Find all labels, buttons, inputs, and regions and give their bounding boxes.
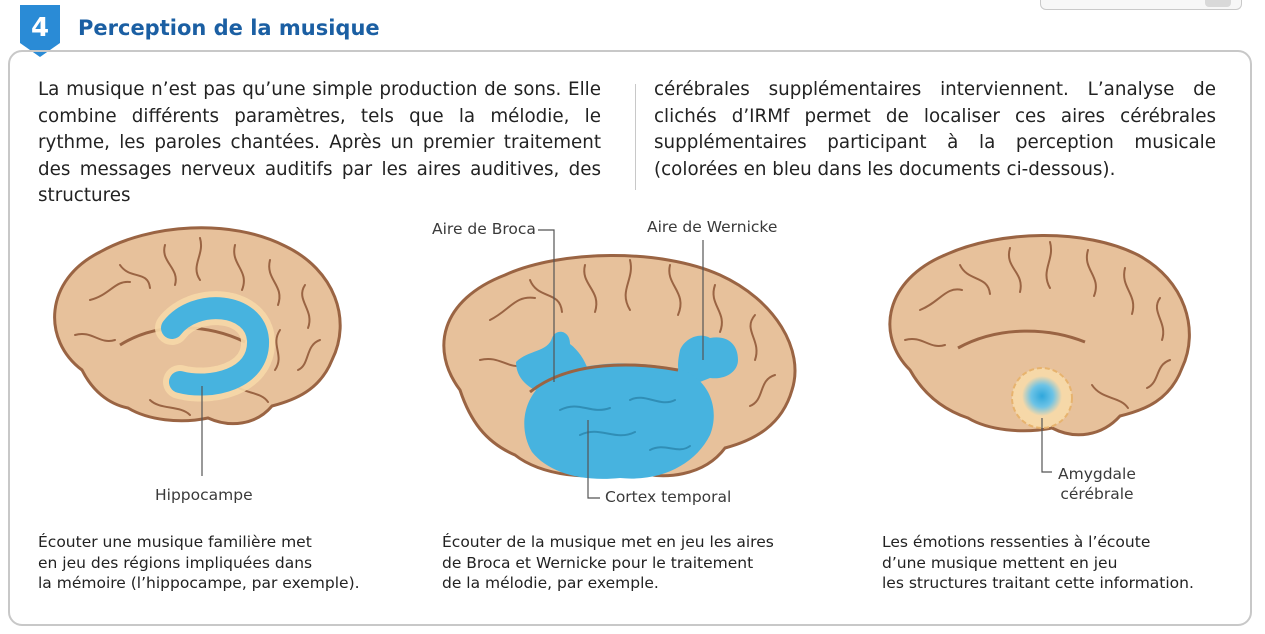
caption-left: Écouter une musique familière met en jeu…: [38, 532, 360, 594]
label-amygdale-line: cérébrale: [1060, 485, 1134, 503]
section-number-badge: 4: [20, 5, 60, 57]
section-title: Perception de la musique: [78, 16, 380, 40]
caption-left-line: en jeu des régions impliquées dans: [38, 553, 313, 572]
intro-text-right: cérébrales supplémentaires interviennent…: [654, 79, 1216, 180]
label-hippocampe: Hippocampe: [155, 486, 253, 504]
caption-middle-line: de la mélodie, par exemple.: [442, 574, 659, 592]
section-number: 4: [30, 13, 50, 43]
caption-left-line: Écouter une musique familière met: [38, 533, 312, 551]
brain-illustration-hippocampus: [53, 226, 342, 476]
label-aire-de-broca: Aire de Broca: [432, 220, 536, 238]
caption-right-line: Les émotions ressenties à l’écoute: [882, 533, 1151, 551]
page-tab-decoration: [1040, 0, 1242, 10]
caption-middle-line: Écouter de la musique met en jeu les air…: [442, 533, 774, 551]
label-cortex-temporal: Cortex temporal: [605, 488, 732, 506]
caption-left-line: la mémoire (l’hippocampe, par exemple).: [38, 574, 360, 592]
caption-middle: Écouter de la musique met en jeu les air…: [442, 532, 774, 594]
label-aire-de-wernicke: Aire de Wernicke: [647, 218, 778, 236]
caption-right-line: les structures traitant cette informatio…: [882, 574, 1194, 592]
brain-illustration-broca-wernicke: [442, 229, 797, 499]
label-amygdale-line: Amygdale: [1058, 465, 1136, 483]
caption-middle-line: de Broca et Wernicke pour le traitement: [442, 553, 754, 572]
caption-right-line: d’une musique mettent en jeu: [882, 553, 1118, 572]
intro-text-left: La musique n’est pas qu’une simple produ…: [38, 79, 601, 206]
content-panel: [8, 50, 1252, 626]
brain-illustration-amygdala: [888, 234, 1191, 473]
page-tab-knob: [1205, 0, 1231, 7]
column-divider: [635, 84, 636, 190]
label-amygdale-cerebrale: Amygdale cérébrale: [1058, 464, 1136, 504]
caption-right: Les émotions ressenties à l’écoute d’une…: [882, 532, 1194, 594]
